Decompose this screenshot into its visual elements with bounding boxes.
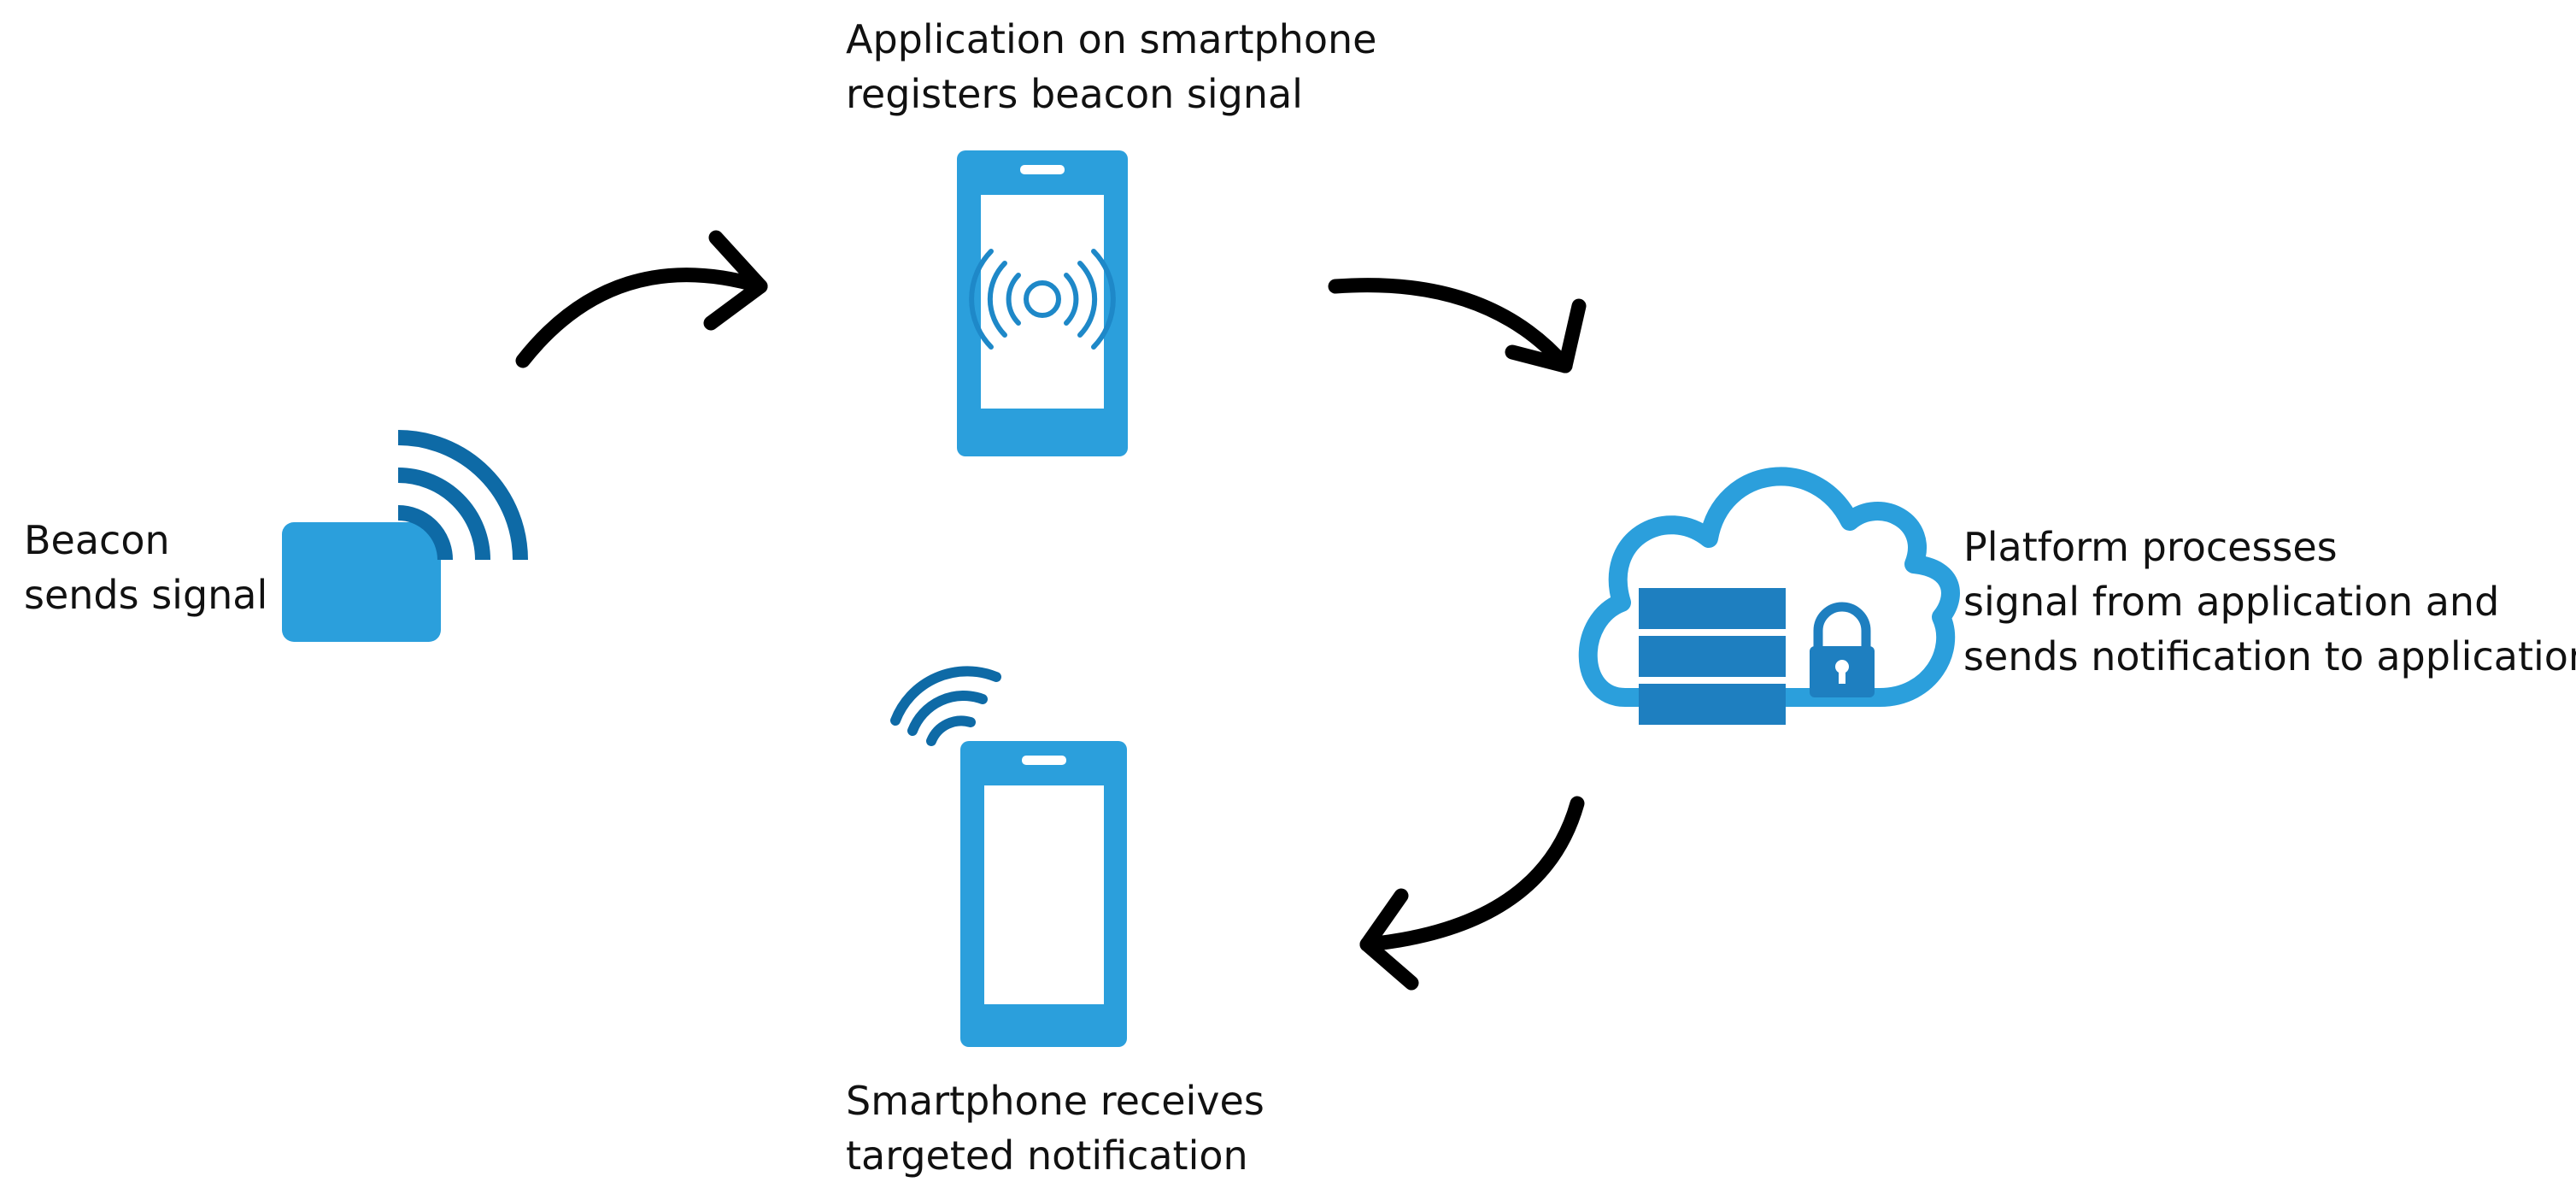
app-to-platform-arrow [1328, 278, 1587, 373]
smartphone-wifi-icon [890, 666, 1127, 1047]
step-beacon-line-2: sends signal [24, 572, 268, 618]
beacon-to-app-arrow [515, 230, 768, 368]
step-receive-caption: Smartphone receives targeted notificatio… [846, 1073, 1265, 1183]
step-app-line-2: registers beacon signal [846, 71, 1303, 117]
step-beacon-line-1: Beacon [24, 517, 170, 563]
platform-to-smartphone-arrow [1359, 796, 1585, 991]
step-app-caption: Application on smartphone registers beac… [846, 12, 1376, 121]
beacon-icon [282, 430, 528, 642]
step-receive-line-2: targeted notification [846, 1132, 1248, 1179]
step-platform-line-1: Platform processes [1963, 524, 2338, 570]
step-platform-line-2: signal from application and [1963, 579, 2500, 625]
step-platform-line-3: sends notification to application [1963, 633, 2576, 679]
step-platform-caption: Platform processes signal from applicati… [1963, 520, 2576, 684]
step-beacon-caption: Beacon sends signal [24, 513, 267, 622]
step-app-line-1: Application on smartphone [846, 16, 1377, 62]
cloud-server-lock-icon [1578, 467, 1960, 725]
smartphone-with-signal-icon [957, 150, 1128, 456]
step-receive-line-1: Smartphone receives [846, 1078, 1265, 1124]
